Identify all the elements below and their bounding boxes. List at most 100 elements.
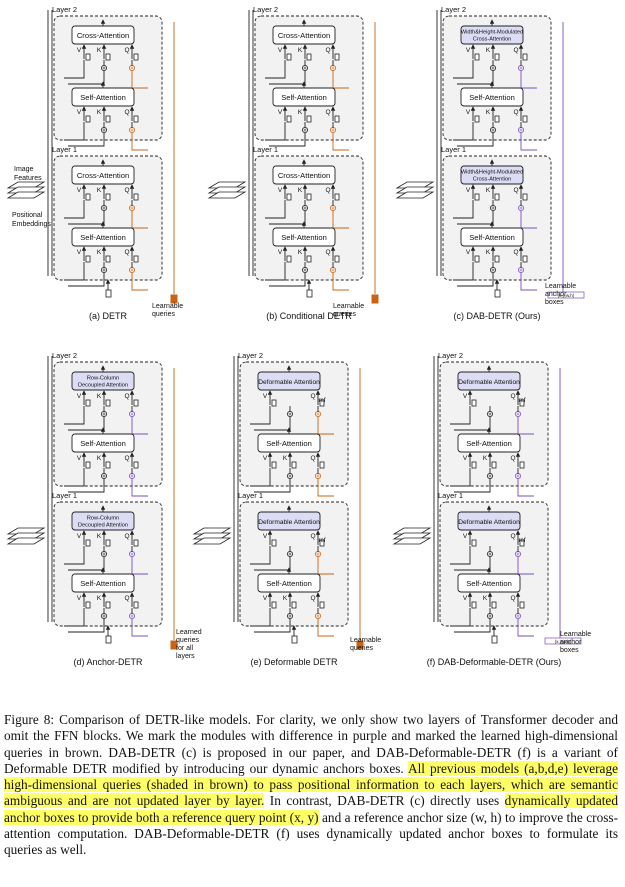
linear-projection-box — [85, 255, 91, 263]
linear-projection-box — [105, 399, 111, 407]
feature-map-layer — [395, 191, 435, 199]
connector-path — [250, 608, 271, 627]
port-label-v: V — [77, 109, 82, 116]
side-label: Learnable — [333, 303, 364, 310]
port-label-k: K — [483, 455, 488, 462]
linear-projection-box — [105, 539, 111, 547]
connector-path — [450, 406, 471, 425]
port-label-k: K — [298, 249, 303, 256]
linear-projection-box — [522, 53, 528, 61]
decoder-layer — [53, 501, 163, 627]
attention-module-label: Deformable Attention — [458, 379, 520, 386]
layer-label: Layer 1 — [238, 491, 263, 500]
linear-projection-box — [133, 255, 139, 263]
port-label-q: Q — [513, 109, 518, 116]
port-label-v: V — [463, 455, 468, 462]
connector-path — [269, 133, 306, 147]
image-features-label: Image — [14, 166, 34, 173]
panel-c: Layer 2Width&Height-ModulatedCross-Atten… — [395, 5, 585, 321]
attention-module-label: Deformable Attention — [458, 519, 520, 526]
connector-path — [457, 133, 494, 147]
linear-projection-box — [105, 193, 111, 201]
query-feed — [131, 479, 148, 497]
side-label: layers — [176, 653, 195, 660]
layer-label: Layer 2 — [253, 5, 278, 14]
linear-projection-box — [494, 53, 500, 61]
port-label-v: V — [263, 595, 268, 602]
layer-label: Layer 1 — [253, 145, 278, 154]
port-label-k: K — [298, 47, 303, 54]
port-label-k: K — [486, 47, 491, 54]
anchor-box-tag — [547, 291, 585, 299]
port-label-q: Q — [325, 187, 330, 194]
connector-path — [64, 608, 85, 627]
linear-projection-box — [519, 399, 525, 407]
attention-module-label: Cross-Attention — [473, 37, 512, 43]
linear-projection-box — [291, 461, 297, 469]
decoder-layer — [442, 15, 552, 141]
port-label-q: Q — [124, 393, 129, 400]
linear-projection-box — [319, 539, 325, 547]
linear-projection-box — [286, 53, 292, 61]
learnable-query-box — [371, 294, 379, 304]
positional-embeddings-label: Embeddings — [12, 221, 51, 228]
attention-module-label: Self-Attention — [80, 579, 126, 588]
connector-path — [64, 122, 85, 141]
caption-part-3: and a reference anchor size (w, h) to im… — [4, 809, 618, 858]
query-feed — [520, 273, 537, 291]
linear-projection-box — [334, 115, 340, 123]
linear-projection-box — [519, 601, 525, 609]
connector-path — [68, 273, 105, 287]
decoder-layer — [439, 501, 549, 627]
query-input-box — [105, 289, 112, 298]
panel-title: (a) DETR — [89, 311, 128, 321]
attention-module-label: Cross-Attention — [77, 171, 129, 180]
query-feed — [332, 133, 349, 151]
port-label-v: V — [466, 47, 471, 54]
decoder-layer — [439, 361, 549, 487]
connector-path — [450, 608, 471, 627]
linear-projection-box — [105, 255, 111, 263]
attention-module-label: Cross-Attention — [473, 177, 512, 183]
layer-label: Layer 1 — [52, 145, 77, 154]
connector-path — [64, 546, 85, 565]
connector-path — [250, 468, 271, 487]
linear-projection-box — [471, 399, 477, 407]
connector-path — [453, 262, 474, 281]
port-label-v: V — [466, 249, 471, 256]
port-label-q: Q — [325, 109, 330, 116]
port-label-q: Q — [513, 187, 518, 194]
port-label-k: K — [283, 595, 288, 602]
panel-title: (d) Anchor-DETR — [73, 657, 143, 667]
connector-path — [250, 406, 271, 425]
side-label: Learned — [176, 629, 202, 636]
connector-path — [265, 122, 286, 141]
port-label-k: K — [97, 533, 102, 540]
linear-projection-box — [133, 115, 139, 123]
linear-projection-box — [271, 601, 277, 609]
linear-projection-box — [85, 115, 91, 123]
side-label: queries — [152, 311, 175, 318]
positional-embeddings-label: Positional — [12, 212, 43, 219]
linear-projection-box — [85, 461, 91, 469]
linear-projection-box — [105, 53, 111, 61]
connector-path — [453, 122, 474, 141]
linear-projection-box — [271, 399, 277, 407]
port-label-k: K — [486, 109, 491, 116]
connector-path — [68, 619, 105, 633]
linear-projection-box — [85, 399, 91, 407]
attention-module-label: Decoupled Attention — [78, 383, 128, 389]
linear-projection-box — [291, 601, 297, 609]
layer-label: Layer 2 — [238, 351, 263, 360]
linear-projection-box — [474, 193, 480, 201]
linear-projection-box — [519, 539, 525, 547]
layer-label: Layer 2 — [52, 5, 77, 14]
attention-module-label: Self-Attention — [266, 579, 312, 588]
linear-projection-box — [105, 461, 111, 469]
port-label-q: Q — [124, 187, 129, 194]
port-label-k: K — [298, 187, 303, 194]
connector-path — [68, 479, 105, 493]
port-label-k: K — [97, 393, 102, 400]
